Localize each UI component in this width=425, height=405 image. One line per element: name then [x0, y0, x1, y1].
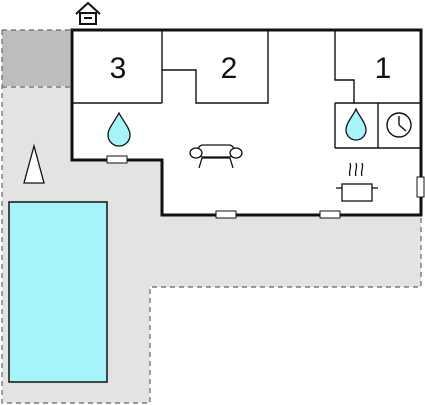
outdoor-boundary: [1, 29, 422, 404]
cooking-pot-icon: [336, 162, 378, 202]
clock-icon: [386, 112, 412, 138]
swimming-pool: [8, 201, 108, 383]
window: [319, 210, 341, 219]
water-drop-icon: [345, 107, 367, 141]
room-1-label: 1: [375, 52, 392, 85]
north-arrow-icon: [23, 143, 45, 184]
room-2-label: 2: [221, 52, 238, 85]
water-drop-icon: [107, 111, 131, 147]
window: [416, 176, 425, 198]
interior-walls: [72, 30, 421, 149]
sofa-icon: [189, 144, 243, 169]
house-outline: [70, 28, 423, 217]
room-3-label: 3: [110, 52, 127, 85]
covered-terrace: [2, 30, 70, 86]
window: [215, 210, 237, 219]
window: [106, 155, 128, 164]
house-icon: [75, 1, 101, 25]
